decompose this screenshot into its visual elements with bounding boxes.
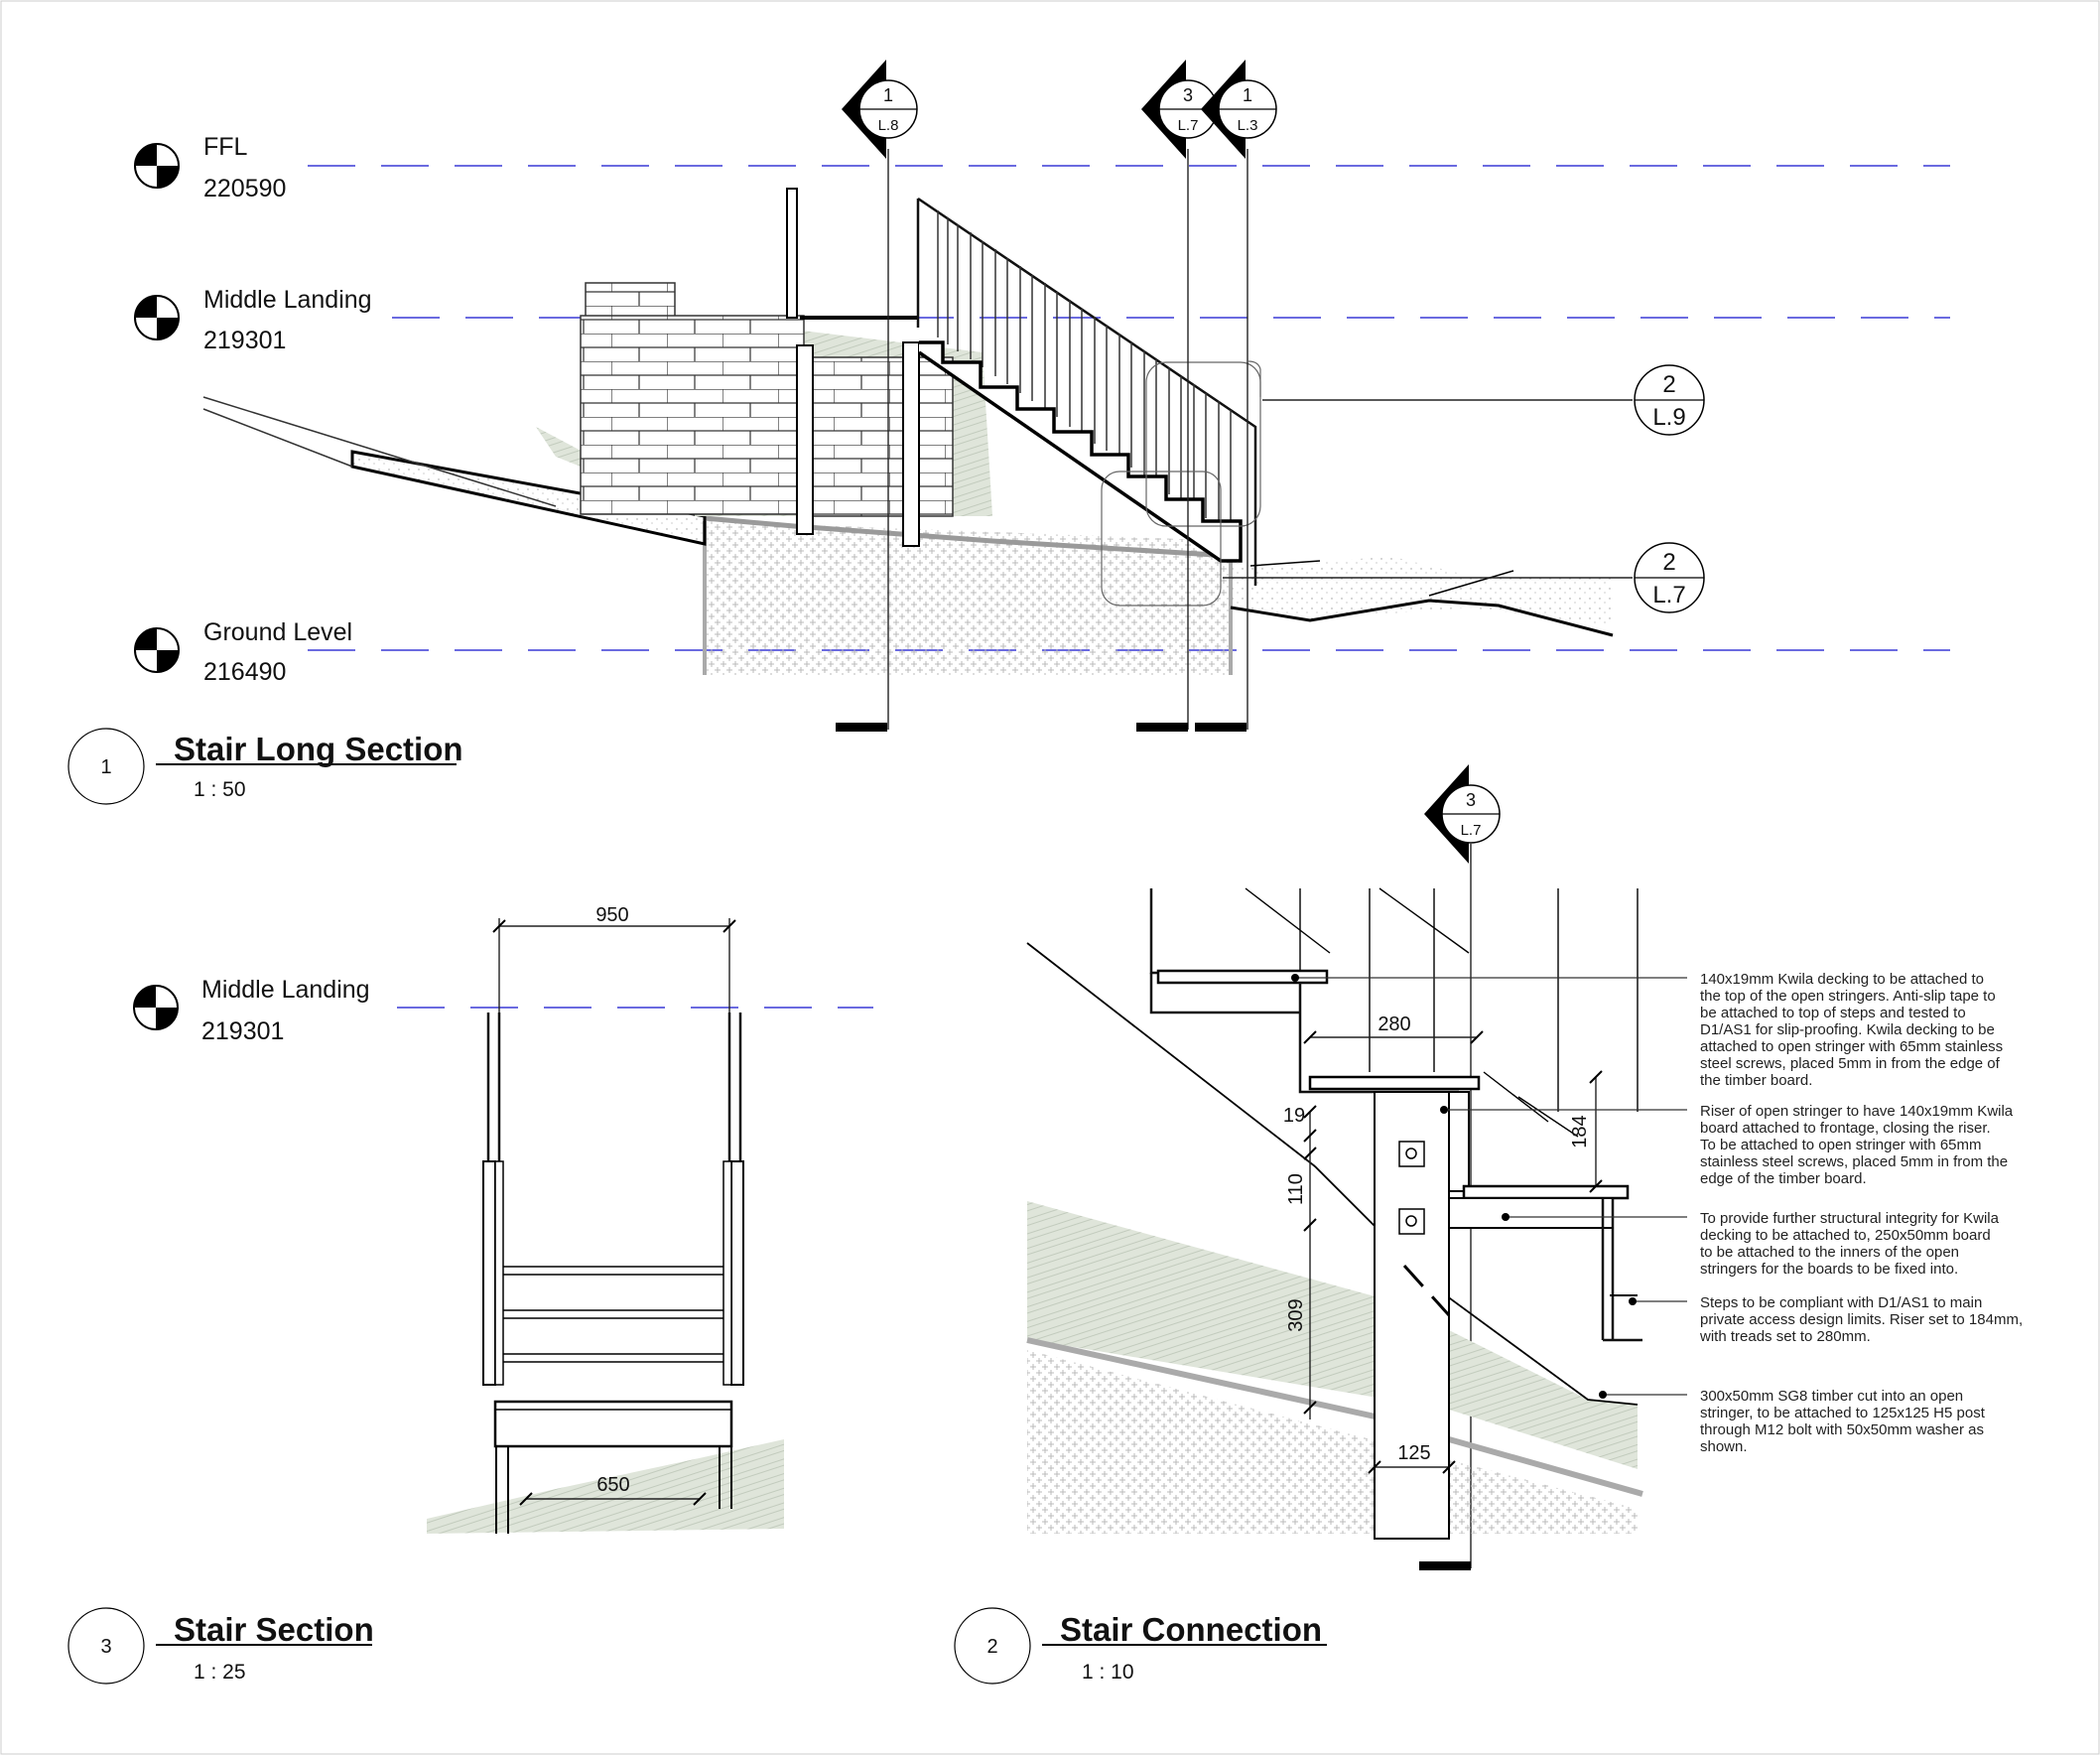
tag-number: 3 xyxy=(1183,85,1193,105)
svg-text:decking to be attached to, 250: decking to be attached to, 250x50mm boar… xyxy=(1700,1227,1991,1244)
callout-number: 2 xyxy=(1662,371,1675,398)
note-kwila-decking: 140x19mm Kwila decking to be attached to… xyxy=(1700,971,2003,1089)
dim-280: 280 xyxy=(1378,1013,1410,1035)
section-tag-1-l3[interactable]: 1 L.3 xyxy=(1201,60,1277,159)
section-tag-3-l7-conn[interactable]: 3 L.7 xyxy=(1419,764,1501,1570)
tag-number: 3 xyxy=(1466,790,1476,810)
note-compliance: Steps to be compliant with D1/AS1 to mai… xyxy=(1699,1294,2023,1345)
dim-309: 309 xyxy=(1285,1298,1307,1331)
level-marker-middle-landing-sec3: Middle Landing 219301 xyxy=(133,976,873,1045)
svg-text:140x19mm Kwila decking to be a: 140x19mm Kwila decking to be attached to xyxy=(1700,971,1984,988)
dim-110: 110 xyxy=(1285,1173,1307,1205)
svg-text:with treads set to 280mm.: with treads set to 280mm. xyxy=(1699,1328,1871,1345)
dim-19: 19 xyxy=(1283,1105,1305,1127)
stair-section-drawing: 950 650 xyxy=(427,904,784,1534)
ffl-value: 220590 xyxy=(203,175,286,202)
section-tag-3-l7[interactable]: 3 L.7 xyxy=(1141,60,1218,159)
dim-184: 184 xyxy=(1569,1115,1591,1148)
ground-level-value: 216490 xyxy=(203,658,286,686)
tag-number: 1 xyxy=(883,85,893,105)
ground-level-label: Ground Level xyxy=(203,618,352,646)
callout-number: 2 xyxy=(1662,549,1675,576)
svg-text:the top of the open stringers.: the top of the open stringers. Anti-slip… xyxy=(1700,988,1996,1005)
middle-landing-sec3-value: 219301 xyxy=(201,1017,284,1045)
dim-125: 125 xyxy=(1397,1442,1430,1464)
level-marker-ffl: FFL 220590 xyxy=(134,133,1950,202)
svg-text:To provide further structural: To provide further structural integrity … xyxy=(1700,1210,2000,1227)
view-scale: 1 : 10 xyxy=(1082,1661,1134,1684)
tag-sheet: L.7 xyxy=(1461,822,1482,839)
tag-sheet: L.3 xyxy=(1238,117,1258,134)
svg-text:stainless steel screws, placed: stainless steel screws, placed 5mm in fr… xyxy=(1700,1153,2008,1170)
tag-number: 1 xyxy=(1243,85,1252,105)
view-title-stair-section: 3 Stair Section 1 : 25 xyxy=(67,1607,374,1685)
svg-text:through M12 bolt with 50x50mm: through M12 bolt with 50x50mm washer as xyxy=(1700,1421,1984,1438)
note-riser: Riser of open stringer to have 140x19mm … xyxy=(1700,1103,2014,1187)
svg-text:board attached to frontage, cl: board attached to frontage, closing the … xyxy=(1700,1120,1991,1137)
dim-650: 650 xyxy=(596,1474,629,1496)
view-number: 1 xyxy=(100,756,111,778)
svg-text:private access design limits.: private access design limits. Riser set … xyxy=(1700,1311,2023,1328)
middle-landing-label: Middle Landing xyxy=(203,286,372,314)
view-scale: 1 : 25 xyxy=(194,1661,246,1684)
svg-text:D1/AS1 for slip-proofing. Kwil: D1/AS1 for slip-proofing. Kwila decking … xyxy=(1700,1021,1995,1038)
svg-text:steel screws, placed 5mm in fr: steel screws, placed 5mm in from the edg… xyxy=(1700,1055,2001,1072)
detail-callout-2-l9[interactable]: 2 L.9 xyxy=(1262,364,1705,436)
svg-text:Steps to be compliant with D1/: Steps to be compliant with D1/AS1 to mai… xyxy=(1700,1294,1982,1311)
detail-callout-2-l7[interactable]: 2 L.7 xyxy=(1223,542,1705,613)
section-tag-1-l8[interactable]: 1 L.8 xyxy=(842,60,918,159)
svg-text:stringers for the boards to be: stringers for the boards to be fixed int… xyxy=(1700,1261,1958,1278)
middle-landing-value: 219301 xyxy=(203,327,286,354)
svg-text:attached to open stringer with: attached to open stringer with 65mm stai… xyxy=(1700,1038,2003,1055)
view-title: Stair Section xyxy=(174,1611,374,1648)
dim-950: 950 xyxy=(595,904,628,926)
view-number: 3 xyxy=(100,1636,111,1658)
svg-text:be attached to top of steps an: be attached to top of steps and tested t… xyxy=(1700,1005,1966,1021)
ffl-label: FFL xyxy=(203,133,248,161)
svg-text:stringer, to be attached to 12: stringer, to be attached to 125x125 H5 p… xyxy=(1700,1405,1986,1421)
view-number: 2 xyxy=(986,1636,997,1658)
note-stringer-timber: 300x50mm SG8 timber cut into an open str… xyxy=(1700,1388,1986,1455)
svg-text:300x50mm SG8 timber cut into a: 300x50mm SG8 timber cut into an open xyxy=(1700,1388,1963,1405)
svg-text:the timber board.: the timber board. xyxy=(1700,1072,1812,1089)
svg-text:shown.: shown. xyxy=(1700,1438,1748,1455)
long-section-drawing xyxy=(202,188,1614,675)
section-cut-lines xyxy=(836,149,1248,732)
middle-landing-sec3-label: Middle Landing xyxy=(201,976,370,1004)
tag-sheet: L.7 xyxy=(1178,117,1199,134)
view-scale: 1 : 50 xyxy=(194,778,246,801)
svg-text:To be attached to open stringe: To be attached to open stringer with 65m… xyxy=(1700,1137,1982,1153)
svg-text:Riser of open stringer to have: Riser of open stringer to have 140x19mm … xyxy=(1700,1103,2014,1120)
note-structural-board: To provide further structural integrity … xyxy=(1700,1210,2000,1278)
tag-sheet: L.8 xyxy=(878,117,899,134)
view-title-stair-connection: 2 Stair Connection 1 : 10 xyxy=(954,1607,1327,1685)
view-title-long-section: 1 Stair Long Section 1 : 50 xyxy=(67,728,463,805)
stair-connection-drawing: 280 184 19 110 309 125 xyxy=(1026,887,1687,1540)
svg-text:to be attached to the inners o: to be attached to the inners of the open xyxy=(1700,1244,1959,1261)
view-title: Stair Connection xyxy=(1060,1611,1322,1648)
callout-sheet: L.7 xyxy=(1652,582,1685,608)
callout-sheet: L.9 xyxy=(1652,404,1685,431)
level-marker-middle-landing: Middle Landing 219301 xyxy=(134,286,1950,354)
view-title: Stair Long Section xyxy=(174,731,463,767)
svg-text:edge of the timber board.: edge of the timber board. xyxy=(1700,1170,1867,1187)
